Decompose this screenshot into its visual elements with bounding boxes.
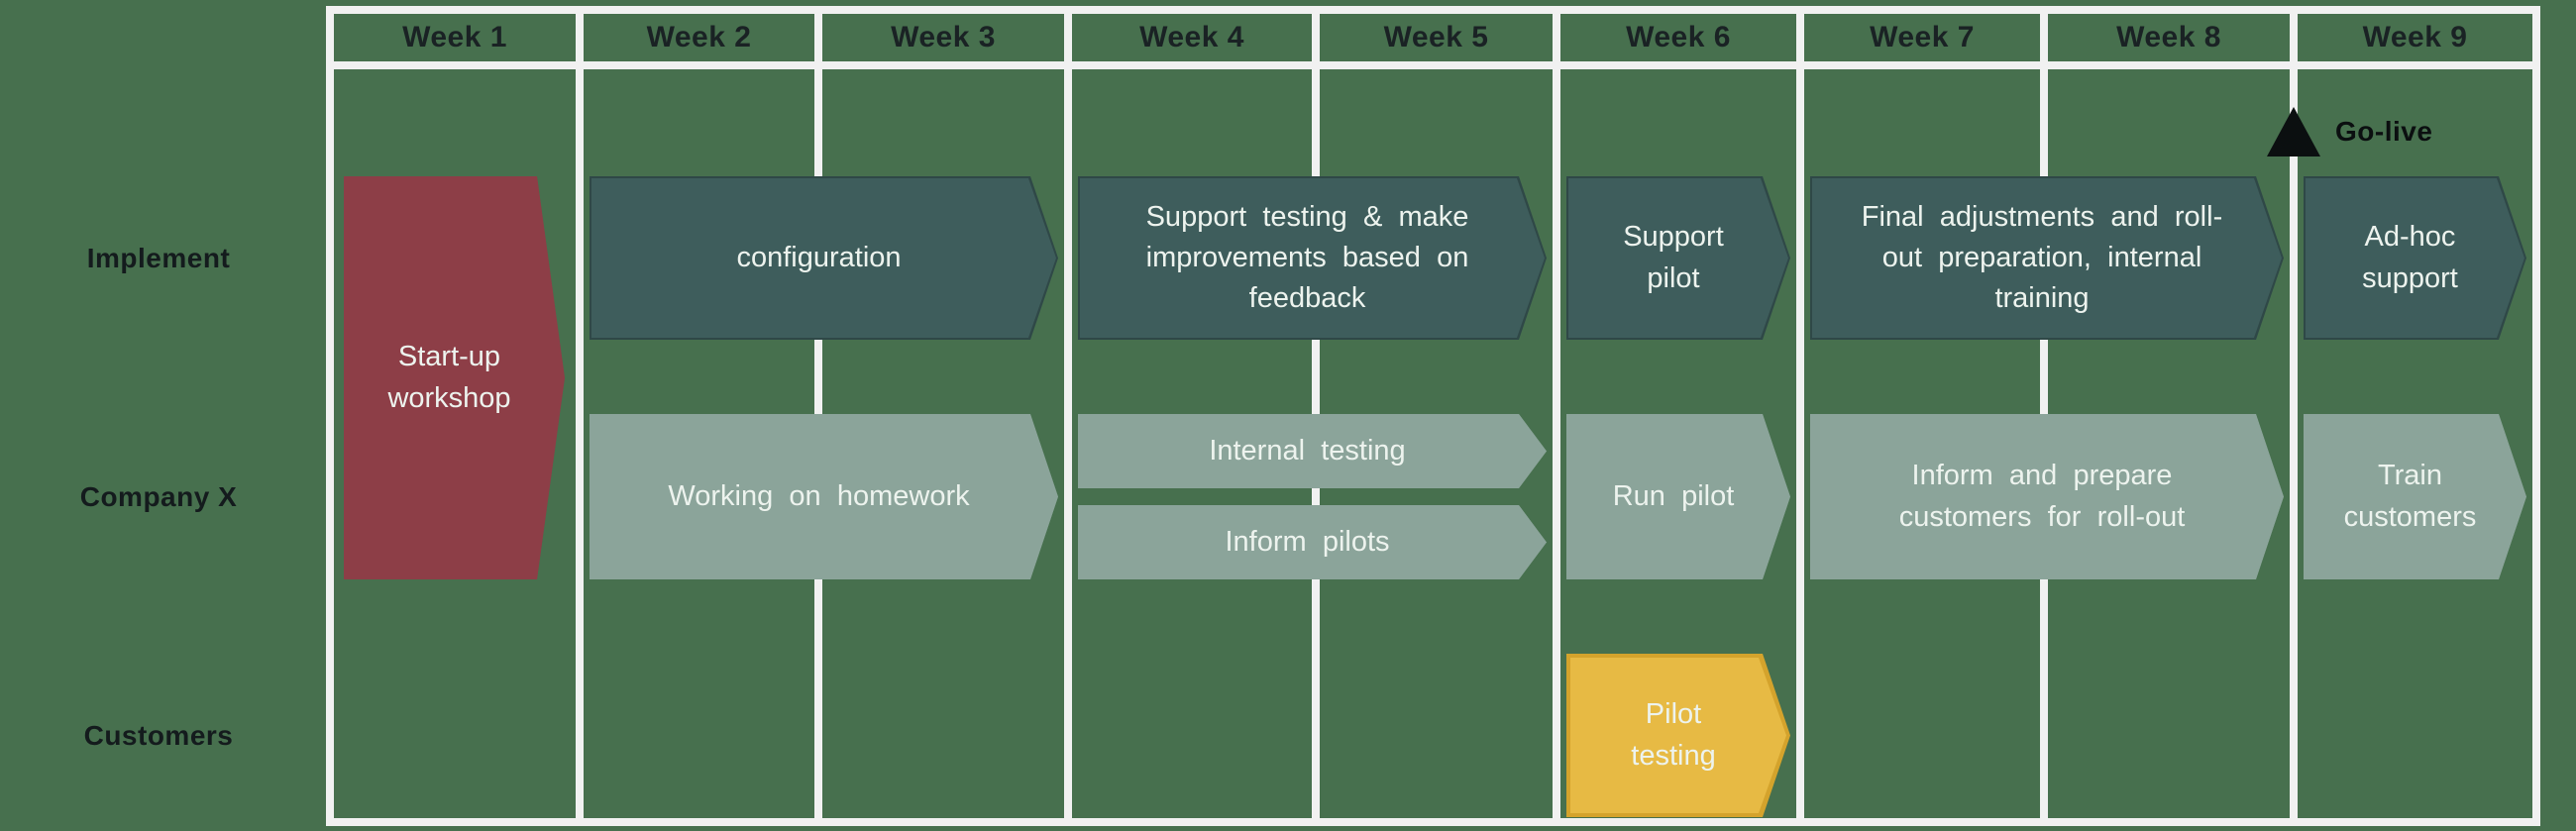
task-bar-run-pilot: Run pilot bbox=[1566, 414, 1790, 579]
task-bar-fill bbox=[1568, 178, 1788, 338]
task-label: Pilot testing bbox=[1631, 698, 1716, 772]
task-label: Inform pilots bbox=[1225, 525, 1390, 558]
column-gridline bbox=[1553, 6, 1560, 826]
task-label: Train customers bbox=[2343, 460, 2477, 533]
week-header-cell: Week 4 bbox=[1139, 21, 1244, 53]
task-bar-working-on-homework: Working on homework bbox=[590, 414, 1058, 579]
table-bottom-border bbox=[326, 818, 2540, 826]
task-bar-fill bbox=[1080, 178, 1545, 338]
task-label: Ad-hoc support bbox=[2362, 221, 2458, 294]
task-label: Support testing & make improvements base… bbox=[1145, 200, 1469, 315]
go-live-triangle-icon bbox=[2267, 107, 2320, 156]
week-header-cell: Week 2 bbox=[646, 21, 752, 53]
week-header-cell: Week 6 bbox=[1626, 21, 1731, 53]
task-label: Start-up workshop bbox=[387, 341, 511, 414]
week-header-cell: Week 3 bbox=[891, 21, 996, 53]
task-bar-fill bbox=[2306, 178, 2524, 338]
task-bar-pilot-testing: Pilot testing bbox=[1566, 654, 1790, 817]
task-bar-configuration: configuration bbox=[590, 176, 1058, 340]
task-bar-internal-testing: Internal testing bbox=[1078, 414, 1547, 488]
task-bar-train-customers: Train customers bbox=[2304, 414, 2526, 579]
task-label: Inform and prepare customers for roll-ou… bbox=[1898, 460, 2186, 533]
go-live-label: Go-live bbox=[2335, 116, 2433, 147]
task-label: Support pilot bbox=[1623, 221, 1724, 294]
task-bar-inform-pilots: Inform pilots bbox=[1078, 505, 1547, 579]
task-bar-fill bbox=[344, 176, 565, 579]
task-bar-support-pilot: Support pilot bbox=[1566, 176, 1790, 340]
row-label-companyx: Company X bbox=[79, 480, 238, 512]
column-gridline bbox=[576, 6, 584, 826]
week-header-cell: Week 5 bbox=[1383, 21, 1489, 53]
task-bar-fill bbox=[1566, 414, 1790, 579]
task-bar-ad-hoc-support: Ad-hoc support bbox=[2304, 176, 2526, 340]
table-top-border bbox=[326, 6, 2540, 14]
week-header-cell: Week 1 bbox=[402, 21, 507, 53]
week-header-cell: Week 9 bbox=[2362, 21, 2468, 53]
week-header-cell: Week 8 bbox=[2116, 21, 2221, 53]
task-bar-fill bbox=[591, 178, 1056, 338]
task-bar-fill bbox=[1570, 658, 1786, 813]
task-bar-support-testing: Support testing & make improvements base… bbox=[1078, 176, 1547, 340]
task-bar-fill bbox=[1078, 505, 1547, 579]
header-separator-line bbox=[326, 61, 2540, 69]
task-label: configuration bbox=[736, 241, 902, 273]
task-label: Run pilot bbox=[1612, 479, 1735, 512]
column-gridline bbox=[2290, 6, 2298, 826]
task-bar-inform-and-prepare: Inform and prepare customers for roll-ou… bbox=[1810, 414, 2284, 579]
row-label-customers: Customers bbox=[83, 719, 234, 751]
week-header-cell: Week 7 bbox=[1870, 21, 1975, 53]
task-label: Final adjustments and roll- out preparat… bbox=[1861, 200, 2223, 315]
task-bar-fill bbox=[1810, 414, 2284, 579]
row-label-implement: Implement bbox=[86, 242, 231, 273]
task-bar-start-up-workshop: Start-up workshop bbox=[344, 176, 565, 579]
column-gridline bbox=[1796, 6, 1804, 826]
column-gridline bbox=[326, 6, 334, 826]
task-label: Working on homework bbox=[668, 479, 970, 512]
column-gridline bbox=[2532, 6, 2540, 826]
task-bar-fill bbox=[590, 414, 1058, 579]
task-bar-fill bbox=[1078, 414, 1547, 488]
task-bar-final-adjustments: Final adjustments and roll- out preparat… bbox=[1810, 176, 2284, 340]
task-bar-fill bbox=[2304, 414, 2526, 579]
column-gridline bbox=[1064, 6, 1072, 826]
task-label: Internal testing bbox=[1209, 434, 1406, 467]
task-bar-fill bbox=[1812, 178, 2282, 338]
